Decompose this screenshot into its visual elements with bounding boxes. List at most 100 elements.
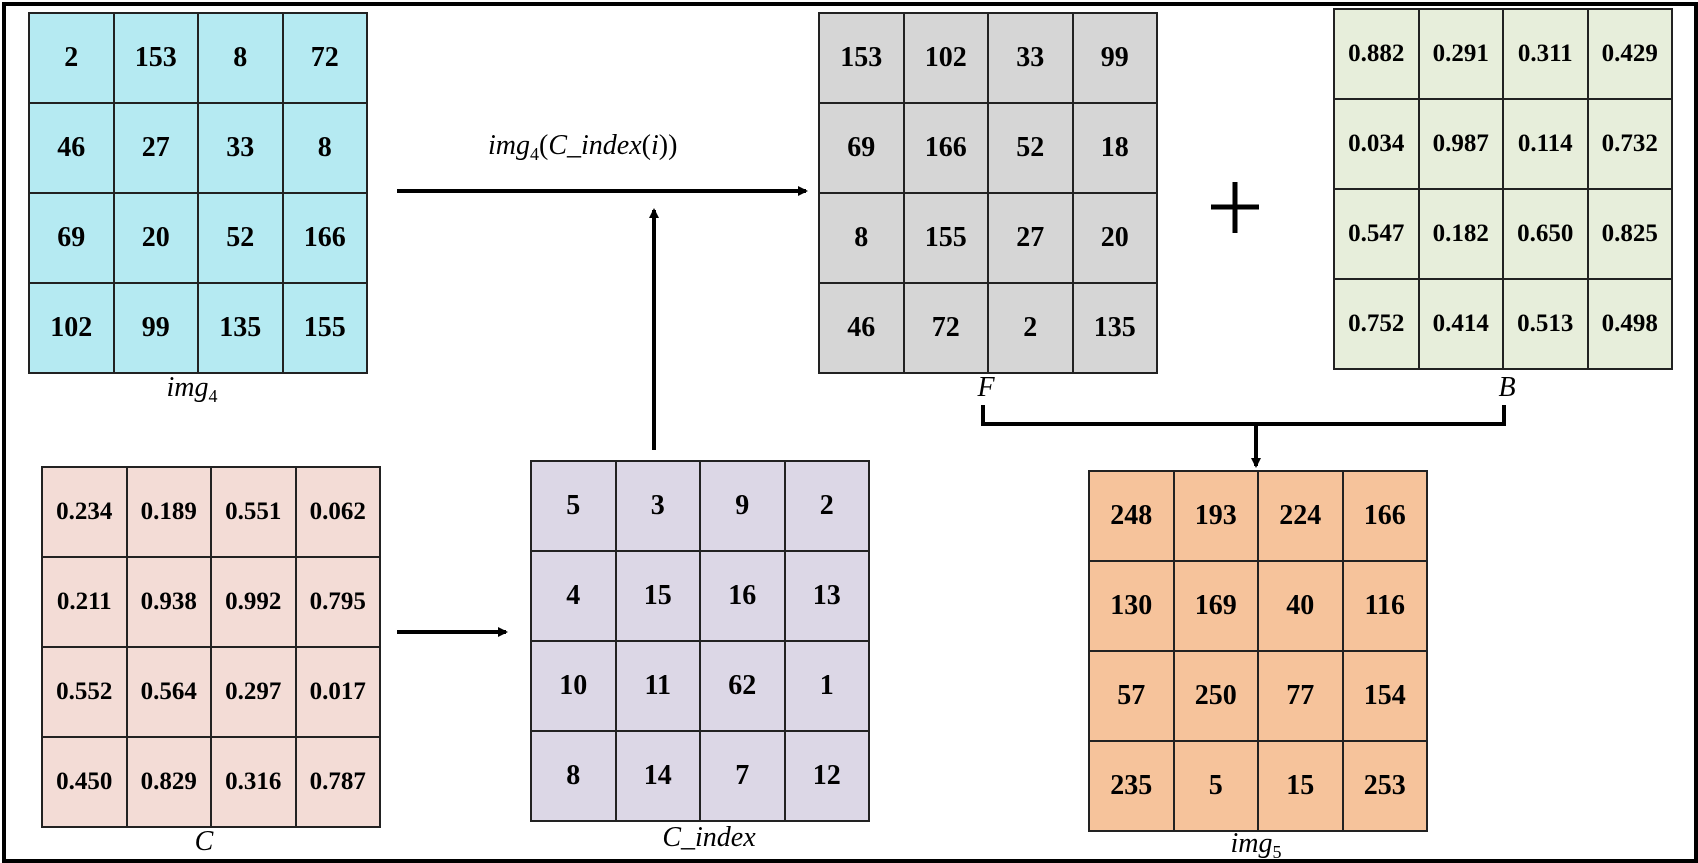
formula-label: img4(C_index(i)): [488, 130, 678, 164]
cell-c-index-r1c1: 15: [615, 551, 700, 641]
label-B: B: [1498, 372, 1516, 403]
cell-f-r0c3: 99: [1072, 13, 1157, 103]
cell-b-r0c2: 0.311: [1503, 9, 1588, 99]
cell-f-r0c2: 33: [988, 13, 1073, 103]
cell-img5-r1c3: 116: [1342, 561, 1427, 651]
cell-f-r1c3: 18: [1072, 103, 1157, 193]
cell-c-index-r1c0: 4: [531, 551, 616, 641]
cell-c-index-r3c3: 12: [784, 731, 869, 821]
cell-b-r3c2: 0.513: [1503, 279, 1588, 369]
cell-c-r0c3: 0.062: [295, 467, 380, 557]
cell-c-r2c3: 0.017: [295, 647, 380, 737]
cell-c-r1c1: 0.938: [126, 557, 211, 647]
cell-c-r3c2: 0.316: [211, 737, 296, 827]
cell-b-r1c2: 0.114: [1503, 99, 1588, 189]
cell-f-r0c1: 102: [903, 13, 988, 103]
cell-img5-r1c1: 169: [1173, 561, 1258, 651]
cell-img5-r3c3: 253: [1342, 741, 1427, 831]
cell-c-r2c2: 0.297: [211, 647, 296, 737]
cell-c-index-r3c0: 8: [531, 731, 616, 821]
cell-f-r3c1: 72: [903, 283, 988, 373]
cell-b-r2c1: 0.182: [1418, 189, 1503, 279]
cell-c-index-r1c2: 16: [700, 551, 785, 641]
cell-b-r0c1: 0.291: [1418, 9, 1503, 99]
cell-b-r1c0: 0.034: [1334, 99, 1419, 189]
cell-f-r1c2: 52: [988, 103, 1073, 193]
cell-img4-r3c3: 155: [282, 283, 367, 373]
cell-f-r2c1: 155: [903, 193, 988, 283]
label-img4: img4: [166, 372, 218, 406]
cell-img4-r2c3: 166: [282, 193, 367, 283]
cell-b-r0c0: 0.882: [1334, 9, 1419, 99]
cell-img5-r0c2: 224: [1258, 471, 1343, 561]
cell-img5-r2c3: 154: [1342, 651, 1427, 741]
cell-img5-r1c2: 40: [1258, 561, 1343, 651]
label-C-index: C_index: [662, 822, 756, 853]
cell-img5-r1c0: 130: [1089, 561, 1174, 651]
cell-b-r2c0: 0.547: [1334, 189, 1419, 279]
cell-f-r2c2: 27: [988, 193, 1073, 283]
cell-c-r1c0: 0.211: [42, 557, 127, 647]
cell-img4-r0c0: 2: [29, 13, 114, 103]
cell-img4-r0c2: 8: [198, 13, 283, 103]
cell-img5-r3c2: 15: [1258, 741, 1343, 831]
cell-c-r0c0: 0.234: [42, 467, 127, 557]
cell-b-r1c1: 0.987: [1418, 99, 1503, 189]
cell-c-index-r0c0: 5: [531, 461, 616, 551]
cell-c-r3c3: 0.787: [295, 737, 380, 827]
label-C: C: [194, 826, 214, 857]
cell-img5-r2c0: 57: [1089, 651, 1174, 741]
cell-c-r0c2: 0.551: [211, 467, 296, 557]
cell-b-r2c3: 0.825: [1587, 189, 1672, 279]
cell-f-r1c0: 69: [819, 103, 904, 193]
plus-symbol: [1211, 182, 1259, 233]
bracket-F-B: [981, 405, 1506, 426]
cell-img5-r0c1: 193: [1173, 471, 1258, 561]
cell-c-index-r0c3: 2: [784, 461, 869, 551]
cell-img4-r2c2: 52: [198, 193, 283, 283]
cell-img5-r3c0: 235: [1089, 741, 1174, 831]
cell-c-index-r1c3: 13: [784, 551, 869, 641]
cell-b-r3c1: 0.414: [1418, 279, 1503, 369]
cell-img4-r3c1: 99: [113, 283, 198, 373]
cell-b-r1c3: 0.732: [1587, 99, 1672, 189]
cell-img5-r0c3: 166: [1342, 471, 1427, 561]
cell-img4-r2c1: 20: [113, 193, 198, 283]
cell-img5-r2c1: 250: [1173, 651, 1258, 741]
cell-c-r3c1: 0.829: [126, 737, 211, 827]
cell-c-index-r0c2: 9: [700, 461, 785, 551]
cell-img4-r3c0: 102: [29, 283, 114, 373]
cell-c-index-r2c0: 10: [531, 641, 616, 731]
cell-c-r1c2: 0.992: [211, 557, 296, 647]
cell-img4-r1c2: 33: [198, 103, 283, 193]
cell-b-r3c0: 0.752: [1334, 279, 1419, 369]
cell-img5-r0c0: 248: [1089, 471, 1174, 561]
cell-c-r2c1: 0.564: [126, 647, 211, 737]
cell-f-r2c0: 8: [819, 193, 904, 283]
cell-c-index-r2c1: 11: [615, 641, 700, 731]
cell-c-r2c0: 0.552: [42, 647, 127, 737]
cell-c-r0c1: 0.189: [126, 467, 211, 557]
cell-c-r3c0: 0.450: [42, 737, 127, 827]
cell-img4-r2c0: 69: [29, 193, 114, 283]
cell-img4-r1c0: 46: [29, 103, 114, 193]
label-F: F: [977, 372, 995, 403]
cell-c-index-r0c1: 3: [615, 461, 700, 551]
cell-img4-r3c2: 135: [198, 283, 283, 373]
cell-img4-r0c1: 153: [113, 13, 198, 103]
label-img5: img5: [1230, 828, 1282, 862]
cell-f-r2c3: 20: [1072, 193, 1157, 283]
cell-c-r1c3: 0.795: [295, 557, 380, 647]
cell-img5-r3c1: 5: [1173, 741, 1258, 831]
cell-f-r0c0: 153: [819, 13, 904, 103]
cell-c-index-r2c3: 1: [784, 641, 869, 731]
cell-c-index-r3c2: 7: [700, 731, 785, 821]
cell-b-r0c3: 0.429: [1587, 9, 1672, 99]
cell-c-index-r3c1: 14: [615, 731, 700, 821]
cell-img4-r0c3: 72: [282, 13, 367, 103]
